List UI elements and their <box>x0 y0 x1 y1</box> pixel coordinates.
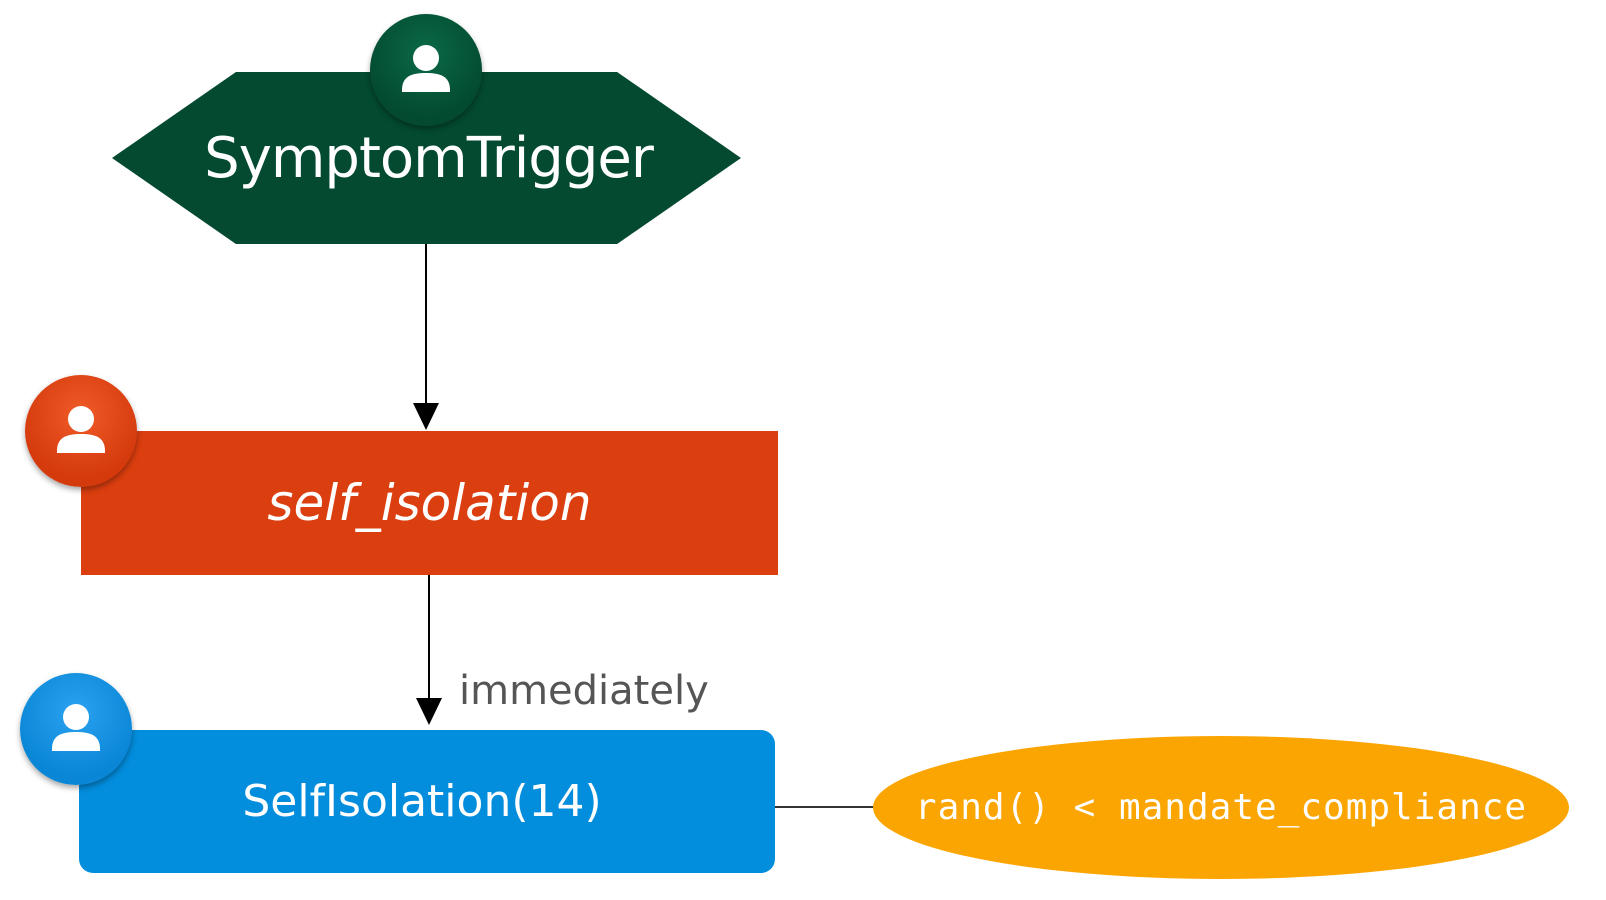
trigger-agent-badge <box>370 14 482 126</box>
edge-label-immediately: immediately <box>459 668 709 714</box>
state-node[interactable]: SelfIsolation(14) <box>79 730 775 873</box>
action-node[interactable]: self_isolation <box>81 431 778 575</box>
condition-node[interactable]: rand() < mandate_compliance <box>873 736 1569 879</box>
arrowhead-action-to-state <box>416 698 442 725</box>
person-icon <box>57 406 105 453</box>
person-icon <box>52 704 100 751</box>
action-agent-badge <box>25 375 137 487</box>
person-icon <box>402 45 450 92</box>
trigger-label: SymptomTrigger <box>204 125 654 191</box>
state-label: SelfIsolation(14) <box>242 776 602 827</box>
arrowhead-trigger-to-action <box>413 403 439 430</box>
condition-label: rand() < mandate_compliance <box>914 787 1528 828</box>
action-label: self_isolation <box>267 474 592 532</box>
state-agent-badge <box>20 673 132 785</box>
